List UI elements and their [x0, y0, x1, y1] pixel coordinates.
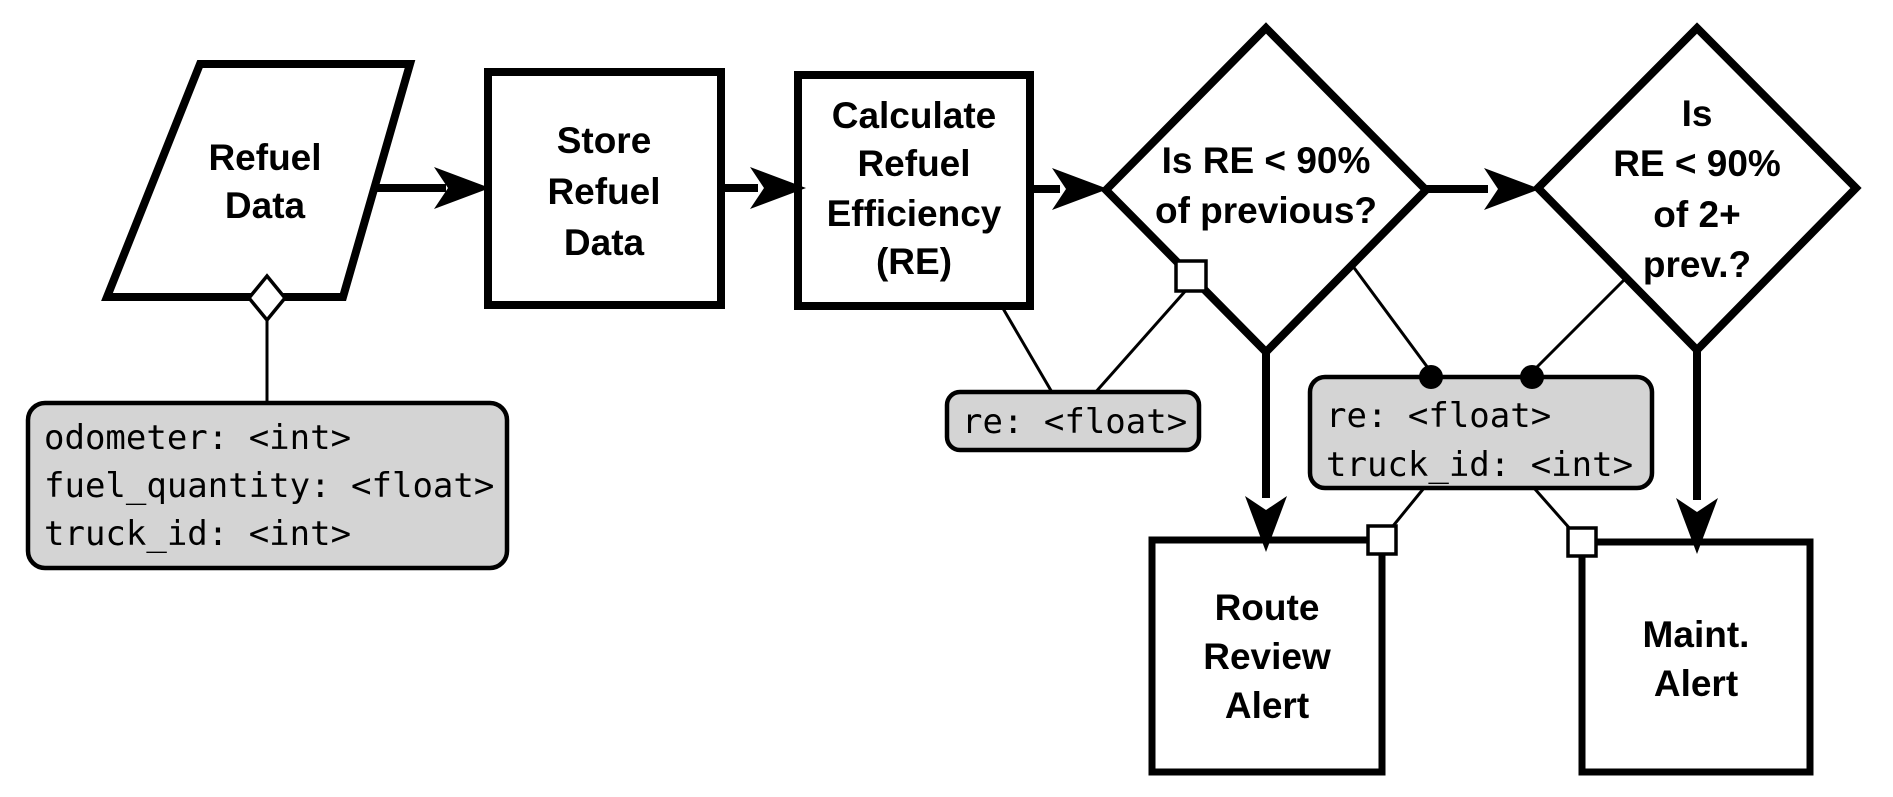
decision-re-2plus-label: RE < 90%	[1613, 143, 1781, 184]
calculate-efficiency-label: Efficiency	[827, 193, 1002, 234]
store-refuel-data-label: Store	[557, 120, 652, 161]
store-refuel-data-box	[484, 68, 725, 309]
refuel-data-label: Data	[225, 185, 306, 226]
decision-re-previous-label: Is RE < 90%	[1162, 140, 1371, 181]
arrowhead-icon	[1484, 168, 1540, 210]
refuel-fields-text: odometer: <int>	[44, 418, 351, 458]
maint-alert-label: Alert	[1654, 663, 1738, 704]
re-truck-fields-text: re: <float>	[1326, 396, 1551, 436]
store-refuel-data-label: Refuel	[547, 171, 660, 212]
square-connector-icon	[1174, 259, 1208, 293]
relation-calc-to-re	[999, 304, 1055, 395]
re-field-text: re: <float>	[962, 402, 1187, 442]
refuel-fields-annotation	[25, 400, 510, 571]
decision-re-previous-label: of previous?	[1155, 190, 1377, 231]
refuel-data-parallelogram	[101, 60, 416, 301]
store-refuel-data-label: Data	[564, 222, 645, 263]
refuel-fields-text: fuel_quantity: <float>	[44, 466, 494, 506]
arrowhead-icon	[1676, 498, 1718, 554]
route-review-alert-box	[1148, 536, 1386, 776]
re-truckid-annotation	[1307, 374, 1655, 491]
decision-re-2plus-label: Is	[1682, 93, 1713, 134]
aggregation-diamond-icon	[246, 273, 288, 323]
arrowhead-icon	[750, 167, 806, 209]
circle-connector-icon	[1419, 365, 1443, 389]
maint-alert-label: Maint.	[1643, 614, 1750, 655]
flow-arrows	[373, 167, 1718, 554]
decision-re-2plus-label: of 2+	[1653, 194, 1740, 235]
arrowhead-icon	[1052, 168, 1108, 210]
annotation-labels: odometer: <int> fuel_quantity: <float> t…	[44, 396, 1633, 554]
square-connector-icon	[1366, 524, 1398, 556]
refuel-data-label: Refuel	[208, 137, 321, 178]
route-review-alert-label: Route	[1215, 587, 1320, 628]
calculate-efficiency-label: Calculate	[832, 95, 997, 136]
calculate-efficiency-label: (RE)	[876, 241, 952, 282]
circle-connector-icon	[1520, 365, 1544, 389]
maint-alert-box	[1578, 538, 1814, 776]
relation-decision2-to-retruck	[1530, 276, 1628, 374]
arrowhead-icon	[434, 167, 490, 209]
route-review-alert-label: Review	[1203, 636, 1331, 677]
relation-decision1-to-retruck	[1350, 264, 1433, 373]
arrowhead-icon	[1245, 496, 1287, 552]
decision-re-2plus-label: prev.?	[1643, 244, 1751, 285]
calculate-efficiency-label: Refuel	[857, 143, 970, 184]
refuel-fields-text: truck_id: <int>	[44, 514, 351, 554]
re-annotation	[944, 389, 1202, 453]
re-truck-fields-text: truck_id: <int>	[1326, 445, 1633, 485]
relation-decision1-to-re	[1092, 287, 1190, 395]
route-review-alert-label: Alert	[1225, 685, 1309, 726]
square-connector-icon	[1566, 526, 1598, 558]
node-labels: Refuel Data Store Refuel Data Calculate …	[208, 93, 1780, 726]
